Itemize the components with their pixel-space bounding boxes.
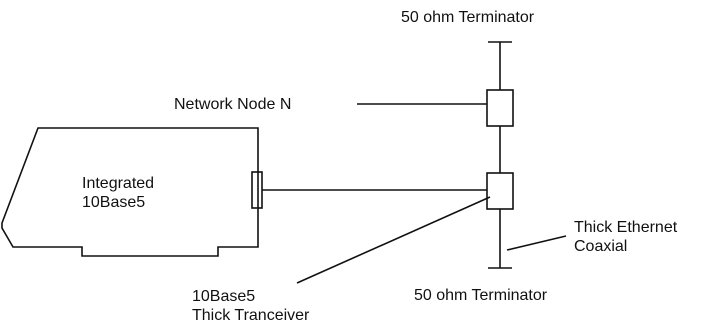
- transceiver-box: [486, 172, 514, 210]
- network-node-label: Network Node N: [174, 96, 292, 113]
- transceiver-leader: [296, 196, 491, 284]
- card-connector: [251, 171, 263, 209]
- transceiver-label-line2: Thick Tranceiver: [192, 307, 310, 324]
- coaxial-leader: [506, 235, 567, 251]
- top-terminator-label: 50 ohm Terminator: [401, 9, 535, 26]
- network-node-tap: [486, 89, 514, 127]
- integrated-card-label: Integrated 10Base5: [82, 174, 154, 212]
- transceiver-label-line1: 10Base5: [192, 288, 256, 305]
- transceiver-label: 10Base5 Thick Tranceiver: [192, 287, 309, 325]
- thick-ethernet-line2: Coaxial: [574, 238, 628, 255]
- integrated-label-line1: Integrated: [82, 175, 155, 192]
- thick-ethernet-line1: Thick Ethernet: [574, 219, 678, 236]
- bottom-terminator-label: 50 ohm Terminator: [414, 287, 548, 304]
- integrated-label-line2: 10Base5: [82, 194, 146, 211]
- thick-ethernet-label: Thick Ethernet Coaxial: [574, 218, 677, 256]
- adapter-card-outline: [1, 127, 259, 257]
